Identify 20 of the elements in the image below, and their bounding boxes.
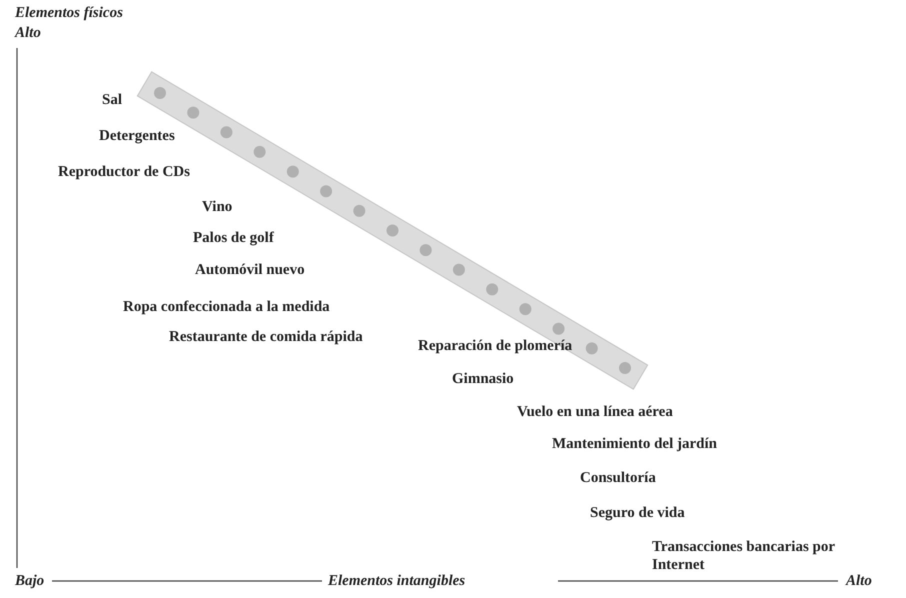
service-label: Seguro de vida bbox=[590, 504, 685, 522]
service-label: Restaurante de comida rápida bbox=[169, 328, 363, 346]
product-label: Sal bbox=[102, 91, 122, 109]
service-label: Vuelo en una línea aérea bbox=[517, 403, 673, 421]
service-label: Ropa confeccionada a la medida bbox=[123, 298, 330, 316]
product-label: Vino bbox=[202, 198, 232, 216]
service-label: Mantenimiento del jardín bbox=[552, 435, 717, 453]
axis-title: Elementos físicos bbox=[15, 4, 123, 22]
service-label: Consultoría bbox=[580, 469, 656, 487]
service-label: Gimnasio bbox=[452, 370, 514, 388]
service-label: Reparación de plomería bbox=[418, 337, 572, 355]
product-label: Palos de golf bbox=[193, 229, 274, 247]
product-label: Reproductor de CDs bbox=[58, 163, 190, 181]
product-label: Detergentes bbox=[99, 127, 175, 145]
axis-end-label: Bajo bbox=[15, 572, 44, 590]
product-label: Automóvil nuevo bbox=[195, 261, 305, 279]
service-label: Transacciones bancarias por Internet bbox=[652, 538, 836, 574]
axis-end-label: Alto bbox=[15, 24, 41, 42]
axis-end-label: Alto bbox=[846, 572, 872, 590]
axis-title: Elementos intangibles bbox=[328, 572, 466, 590]
